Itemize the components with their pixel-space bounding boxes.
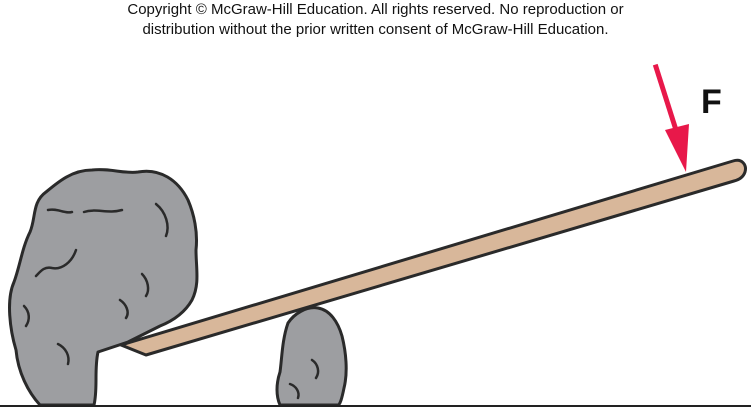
boulder-crack: [140, 272, 150, 298]
boulder-crack: [34, 248, 78, 278]
boulder-crack: [22, 304, 30, 328]
boulder-crack: [154, 202, 169, 238]
boulder-body: [8, 168, 199, 407]
lever-board: [119, 158, 747, 357]
force-label: F: [701, 83, 722, 121]
boulder-icon: [8, 168, 199, 407]
copyright-notice: Copyright © McGraw-Hill Education. All r…: [0, 0, 751, 40]
copyright-line-1: Copyright © McGraw-Hill Education. All r…: [127, 1, 624, 18]
boulder-crack: [118, 298, 129, 320]
downward-arrow-icon: [652, 63, 689, 172]
fulcrum-crack: [288, 382, 300, 400]
fulcrum-rock-icon: [275, 306, 348, 407]
fulcrum-crack: [310, 358, 320, 380]
copyright-line-2: distribution without the prior written c…: [142, 21, 609, 38]
boulder-crack: [56, 342, 70, 366]
boulder-crack: [46, 208, 74, 214]
boulder-crack: [82, 208, 124, 214]
